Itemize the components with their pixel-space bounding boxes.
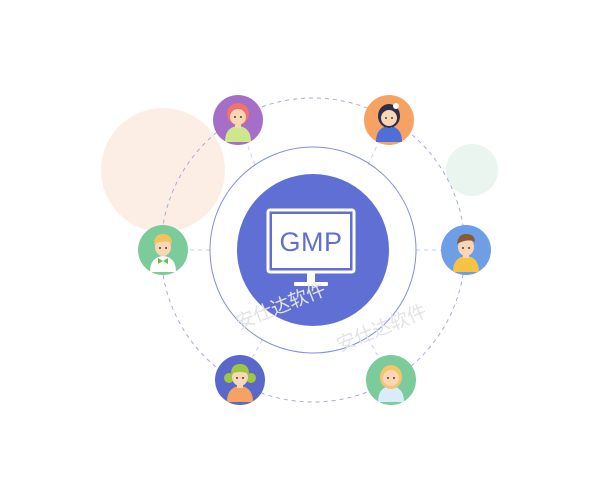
hub-outer-ring xyxy=(209,146,417,354)
decorative-mint-circle xyxy=(446,144,498,196)
girl-green-pigtails-icon xyxy=(215,355,265,405)
girl-dark-hair-bow-icon xyxy=(364,95,414,145)
girl-red-hair-icon xyxy=(213,95,263,145)
monitor-icon: GMP xyxy=(266,208,356,286)
decorative-peach-circle xyxy=(101,108,225,232)
boy-brown-hair-icon xyxy=(441,225,491,275)
hub-label: GMP xyxy=(279,227,342,257)
boy-bowtie-icon xyxy=(138,225,188,275)
girl-blonde-hair-icon xyxy=(366,355,416,405)
